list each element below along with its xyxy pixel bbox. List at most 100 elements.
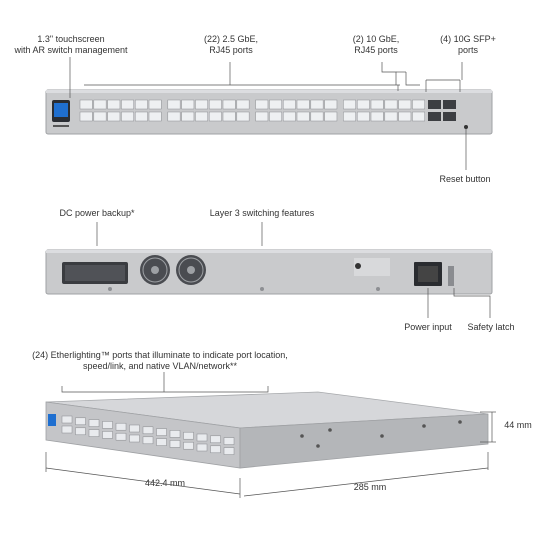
rj45-port (255, 99, 269, 110)
angled-rj45-port (223, 437, 235, 445)
rj45-port (208, 99, 222, 110)
fan-left (140, 255, 170, 285)
rear-screw-3 (376, 287, 380, 291)
side-screw-5 (422, 424, 426, 428)
rear-screw-2 (260, 287, 264, 291)
front-leader-lines (69, 57, 467, 170)
rj45-port (93, 111, 107, 122)
angled-rj45-port (156, 428, 167, 436)
angled-rj45-port (196, 433, 208, 442)
front-chassis-highlight (46, 90, 492, 93)
rj45-port (296, 99, 310, 110)
angled-dimension-lines (45, 372, 496, 498)
ports-sfp-callout-line2: ports (457, 45, 478, 55)
rj45-port (134, 99, 148, 110)
side-screw-4 (380, 434, 384, 438)
reset-button (464, 125, 468, 129)
dc-power-port-inner (65, 265, 125, 281)
sfp-cages (428, 100, 456, 121)
power-input-callout: Power input (404, 322, 452, 332)
angled-rj45-port (142, 436, 154, 445)
rj45-port (282, 111, 296, 122)
rj45-port (310, 111, 324, 122)
rj45-port (356, 111, 370, 122)
rj45-port (121, 111, 135, 122)
angled-rj45-port (129, 424, 140, 433)
rj45-port (384, 99, 398, 110)
rj45-port (195, 111, 208, 122)
side-screw-6 (458, 420, 462, 424)
rj45-port (195, 99, 208, 110)
rj45-port (181, 111, 195, 122)
power-input-inner (418, 266, 438, 282)
angled-rj45-port (196, 443, 208, 452)
rear-screw-1 (108, 287, 112, 291)
ports-10g-callout: (2) 10 GbE, RJ45 ports (344, 34, 408, 56)
rj45-port (79, 111, 93, 122)
safety-latch-callout: Safety latch (467, 322, 515, 332)
rj45-port (121, 99, 135, 110)
angled-rj45-port (88, 419, 100, 427)
height-dimension: 44 mm (504, 420, 532, 430)
rj45-port (107, 99, 121, 110)
rear-chassis-highlight (46, 250, 492, 253)
safety-latch (448, 266, 454, 286)
sfp-cage (443, 112, 456, 121)
rj45-port (148, 99, 162, 110)
rear-logo (355, 263, 361, 269)
depth-dimension: 285 mm (353, 482, 387, 492)
rj45-port (222, 111, 236, 122)
rj45-port (208, 111, 222, 122)
layer3-callout: Layer 3 switching features (209, 208, 315, 218)
etherlighting-callout-line1: (24) Etherlighting™ ports that illuminat… (32, 350, 288, 360)
sfp-cage (428, 100, 441, 109)
angled-rj45-port (61, 415, 73, 424)
dc-power-callout: DC power backup* (59, 208, 135, 218)
rj45-port (222, 99, 236, 110)
ports-sfp-callout: (4) 10G SFP+ ports (436, 34, 500, 56)
angled-rj45-port (210, 435, 221, 444)
rj45-port (296, 111, 310, 122)
angled-touchscreen (48, 414, 56, 426)
rj45-port (324, 111, 338, 122)
ports-10g-callout-line2: RJ45 ports (354, 45, 398, 55)
angled-rj45-port (223, 447, 235, 455)
etherlighting-bracket (61, 386, 269, 393)
angled-port-grid (61, 415, 235, 455)
rj45-port (167, 99, 181, 110)
angled-rj45-port (156, 438, 167, 446)
ports-10g-callout-line1: (2) 10 GbE, (352, 34, 400, 44)
width-dimension: 442.4 mm (144, 478, 186, 488)
rj45-port (236, 99, 250, 110)
touchscreen-callout: 1.3" touchscreen with AR switch manageme… (8, 34, 134, 56)
rj45-port (148, 111, 162, 122)
touchscreen-callout-line1: 1.3" touchscreen (37, 34, 105, 44)
rj45-port (343, 111, 356, 122)
angled-rj45-port (142, 426, 154, 435)
angled-rj45-port (183, 441, 194, 450)
rear-label-sticker (354, 258, 390, 276)
ports-sfp-callout-line1: (4) 10G SFP+ (440, 34, 496, 44)
rj45-port (310, 99, 324, 110)
rj45-port-grid (79, 99, 425, 122)
rj45-port (236, 111, 250, 122)
rj45-port (79, 99, 93, 110)
rear-leader-lines (96, 222, 491, 318)
rj45-port (269, 99, 282, 110)
rj45-port (93, 99, 107, 110)
ports-2-5g-callout-line1: (22) 2.5 GbE, (203, 34, 259, 44)
angled-rj45-port (115, 432, 127, 441)
fan-right (176, 255, 206, 285)
angled-rj45-port (75, 427, 86, 436)
angled-rj45-port (88, 429, 100, 437)
rj45-port (398, 111, 412, 122)
angled-rj45-port (102, 421, 113, 429)
sfp-cage (428, 112, 441, 121)
side-screw-1 (300, 434, 304, 438)
rj45-port (134, 111, 148, 122)
sfp-cage (443, 100, 456, 109)
angled-rj45-port (169, 430, 181, 438)
rj45-port (343, 99, 356, 110)
